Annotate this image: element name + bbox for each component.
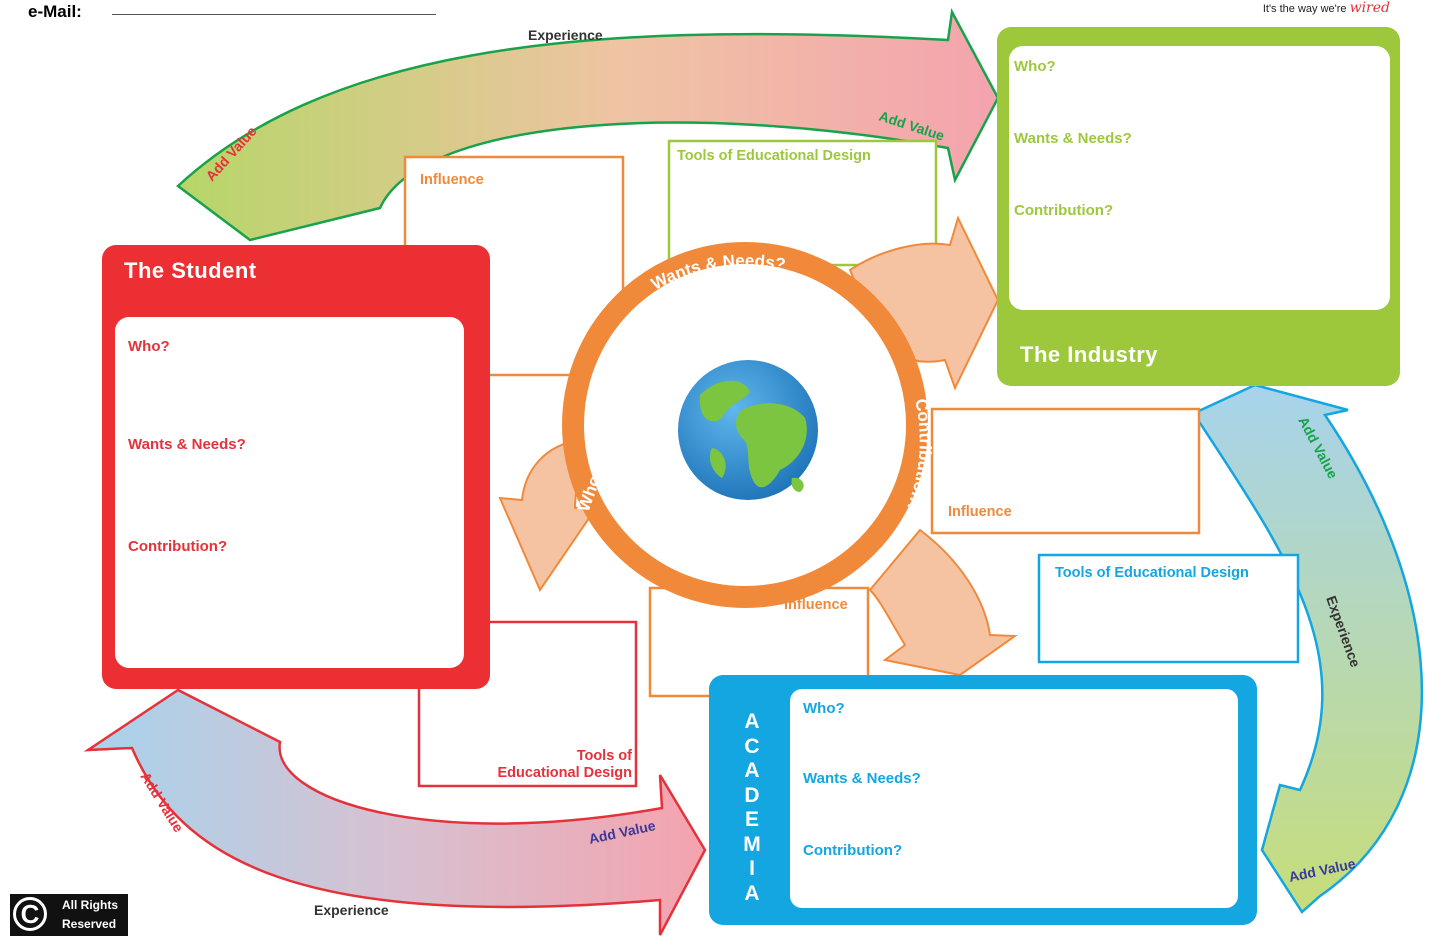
tools-bottom-line1: Tools of: [576, 748, 632, 764]
brand-logo: wired: [1349, 0, 1390, 16]
industry-title: The Industry: [1020, 342, 1159, 367]
copyright-icon: C: [13, 897, 47, 931]
academia-wants-label: Wants & Needs?: [803, 770, 921, 787]
tools-bottom-label: Tools of Educational Design: [420, 748, 632, 782]
academia-letter: D: [744, 783, 760, 807]
right-experience-arrow: [1174, 383, 1424, 914]
academia-letter: C: [744, 734, 760, 758]
industry-who-label: Who?: [1014, 58, 1056, 75]
top-experience-label: Experience: [528, 27, 603, 43]
influence-box-right: [930, 407, 1201, 535]
influence-right-label: Influence: [948, 504, 1012, 520]
tools-right-label: Tools of Educational Design: [1055, 565, 1249, 581]
academia-letter: E: [744, 808, 759, 831]
tagline-text: It's the way we're: [1262, 3, 1347, 15]
email-label: e-Mail:: [28, 2, 82, 21]
brand-tagline: It's the way we're wired: [1263, 0, 1390, 16]
academia-letter: M: [743, 832, 761, 856]
academia-contribution-label: Contribution?: [803, 842, 903, 859]
top-experience-arrow: [176, 8, 1000, 242]
peach-arrow-lowright: [868, 528, 1018, 677]
academia-inner: [790, 689, 1238, 908]
student-inner: [115, 317, 464, 668]
globe-icon: [699, 380, 807, 492]
bottom-experience-arrow: [83, 688, 707, 936]
email-input-line[interactable]: [112, 14, 436, 15]
student-title: The Student: [124, 258, 257, 283]
academia-letter: I: [749, 857, 755, 880]
bottom-experience-label: Experience: [314, 902, 389, 918]
rights-line1: All Rights: [62, 898, 118, 912]
tools-bottom-line2: Educational Design: [497, 765, 632, 781]
student-who-label: Who?: [128, 338, 170, 355]
industry-contribution-label: Contribution?: [1014, 202, 1114, 219]
academia-letter: A: [744, 759, 760, 782]
tools-top-label: Tools of Educational Design: [677, 148, 871, 164]
academia-title: A C A D E M I A: [740, 710, 764, 906]
industry-inner: [1009, 46, 1390, 310]
tools-box-top: [667, 139, 938, 267]
rights-line2: Reserved: [62, 917, 117, 931]
academia-letter: A: [744, 710, 760, 733]
academia-letter: A: [744, 881, 760, 905]
tools-box-right: [1037, 553, 1300, 664]
industry-wants-label: Wants & Needs?: [1014, 130, 1132, 147]
student-contribution-label: Contribution?: [128, 538, 228, 555]
all-rights-reserved-badge: C All Rights Reserved: [10, 894, 128, 936]
influence-bottom-label: Influence: [784, 597, 848, 613]
academia-who-label: Who?: [803, 700, 845, 717]
influence-top-label: Influence: [420, 172, 484, 188]
student-wants-label: Wants & Needs?: [128, 436, 246, 453]
